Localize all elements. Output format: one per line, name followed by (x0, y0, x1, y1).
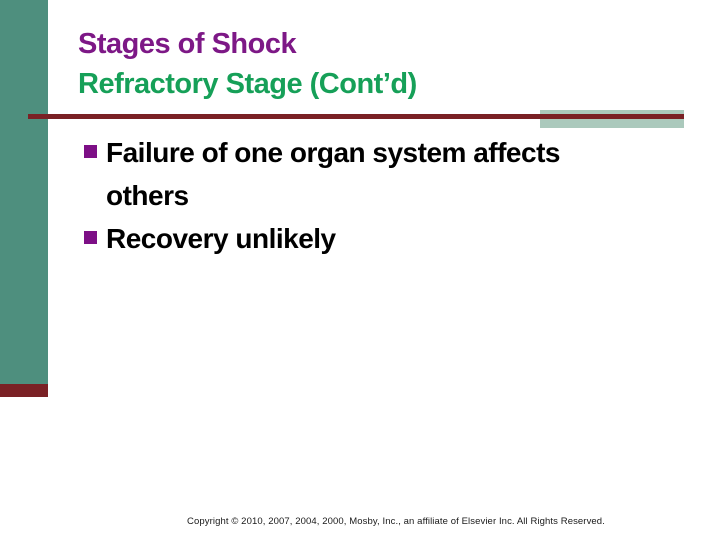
bullet-item: Failure of one organ system affects othe… (84, 131, 694, 217)
left-accent-bar (0, 0, 48, 384)
square-bullet-icon (84, 145, 97, 158)
left-accent-maroon-stripe (0, 384, 48, 397)
bullet-item: Recovery unlikely (84, 217, 694, 260)
bullet-list: Failure of one organ system affects othe… (84, 131, 694, 260)
bullet-line: others (106, 180, 189, 211)
bullet-text: Failure of one organ system affects othe… (106, 131, 560, 217)
square-bullet-icon (84, 231, 97, 244)
underline-highlight-block (540, 110, 684, 128)
slide-title: Stages of Shock (78, 28, 297, 60)
title-block: Stages of Shock Refractory Stage (Cont’d… (78, 24, 417, 104)
bullet-line: Recovery unlikely (106, 223, 336, 254)
title-underline-rule (28, 114, 684, 119)
bullet-text: Recovery unlikely (106, 217, 336, 260)
copyright-footer: Copyright © 2010, 2007, 2004, 2000, Mosb… (187, 516, 605, 527)
slide-subtitle: Refractory Stage (Cont’d) (78, 68, 417, 100)
bullet-line: Failure of one organ system affects (106, 137, 560, 168)
